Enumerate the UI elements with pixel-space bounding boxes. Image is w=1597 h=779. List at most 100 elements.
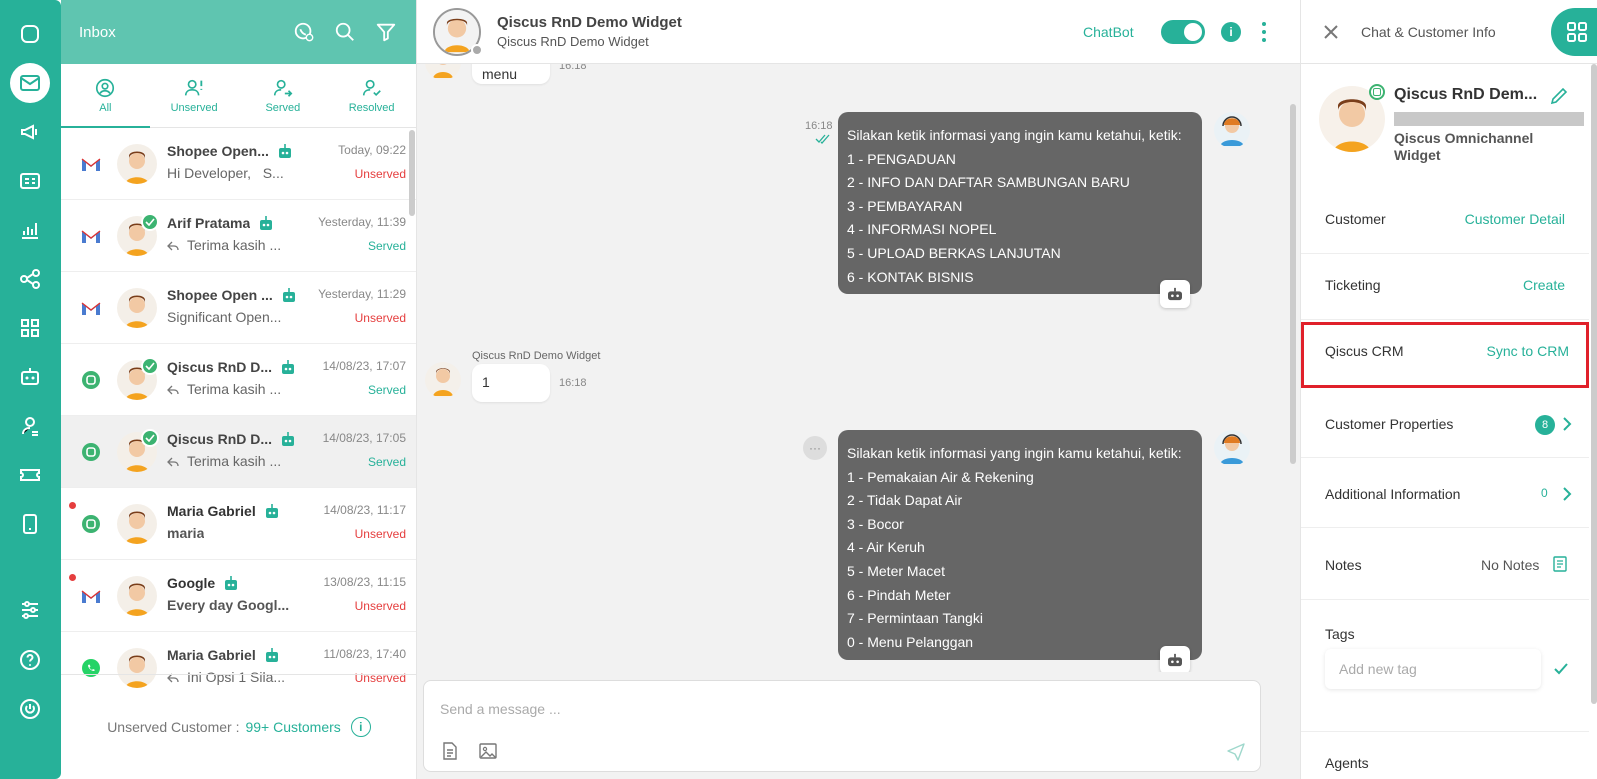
tab-unserved[interactable]: Unserved [150,64,239,127]
tab-served[interactable]: Served [239,64,328,127]
customer-info-panel: Chat & Customer Info Qiscus RnD Dem... Q… [1300,0,1597,779]
info-icon[interactable]: i [350,717,371,737]
edit-pencil-icon[interactable] [1549,86,1569,106]
document-attach-icon[interactable] [440,741,460,761]
close-icon[interactable] [1319,20,1343,44]
chat-scrollbar[interactable] [1290,104,1296,464]
gmail-icon [81,226,101,246]
conversation-preview: Ini Opsi 1 Sila... [187,669,286,685]
user-alert-icon [185,79,203,96]
row-label: Customer [1325,211,1386,227]
message-line: 4 - INFORMASI NOPEL [847,221,997,238]
message-composer[interactable]: Send a message ... [423,680,1261,772]
unserved-count-link[interactable]: 99+ Customers [245,719,341,735]
unread-dot [69,502,76,509]
megaphone-icon[interactable] [10,112,50,152]
tab-all[interactable]: All [61,64,150,128]
message-line: 0 - Menu Pelanggan [847,633,974,650]
sync-to-crm-link[interactable]: Sync to CRM [1486,343,1569,359]
image-attach-icon[interactable] [478,741,498,761]
conversation-time: Yesterday, 11:29 [318,287,406,301]
avatar [117,648,157,688]
info-scrollbar[interactable] [1591,64,1597,704]
inbox-scrollbar[interactable] [409,130,415,216]
customer-properties-row[interactable]: Customer Properties 8 [1301,388,1589,458]
info-header: Chat & Customer Info [1301,0,1597,64]
search-icon[interactable] [333,20,357,44]
inbox-filter-tabs: All Unserved Served Resolved [61,64,416,128]
inbox-mail-icon[interactable] [10,63,50,103]
message-line: 2 - INFO DAN DAFTAR SAMBUNGAN BARU [847,174,1130,191]
add-tag-input[interactable]: Add new tag [1325,649,1541,689]
row-label: Additional Information [1325,486,1461,502]
unserved-summary: Unserved Customer : 99+ Customers i [61,674,417,779]
status-badge: Unserved [354,311,406,325]
apps-grid-icon[interactable] [1551,8,1597,56]
count-value: 0 [1541,486,1548,500]
read-check-icon [815,134,830,144]
count-badge: 8 [1535,415,1555,435]
bot-icon [260,216,272,230]
notes-row[interactable]: Notes No Notes [1301,528,1589,600]
tab-resolved[interactable]: Resolved [327,64,416,127]
note-document-icon[interactable] [1553,556,1567,572]
message-line: 1 - PENGADUAN [847,150,956,167]
contact-card-icon[interactable] [10,161,50,201]
whatsapp-chat-icon[interactable] [292,20,316,44]
message-more-icon[interactable]: ··· [803,436,827,460]
message-time: 16:18 [805,120,833,132]
agent-user-icon[interactable] [10,406,50,446]
robot-icon[interactable] [10,357,50,397]
ticket-icon[interactable] [10,455,50,495]
apps-grid-icon[interactable] [10,308,50,348]
message-line: 3 - PEMBAYARAN [847,197,963,214]
bot-icon [225,576,237,590]
integration-share-icon[interactable] [10,259,50,299]
conversation-time: 14/08/23, 17:05 [322,431,406,445]
agent-avatar [1214,112,1250,148]
filter-funnel-icon[interactable] [374,20,398,44]
create-ticket-link[interactable]: Create [1522,277,1565,293]
tab-label: All [99,102,112,114]
send-icon[interactable] [1226,741,1246,761]
chat-bubble-icon[interactable] [10,14,50,54]
tab-label: Resolved [348,102,395,114]
mobile-device-icon[interactable] [10,504,50,544]
qiscus-icon [81,442,101,462]
conversation-name: Google [167,575,216,591]
help-question-icon[interactable] [10,640,50,680]
avatar[interactable] [433,8,481,56]
customer-source: Qiscus Omnichannel Widget [1394,130,1534,163]
chevron-right-icon [1563,487,1572,501]
presence-status [471,44,483,56]
settings-sliders-icon[interactable] [10,590,50,630]
analytics-chart-icon[interactable] [10,210,50,250]
chat-header: Qiscus RnD Demo Widget Qiscus RnD Demo W… [417,0,1300,64]
more-options-icon[interactable] [1261,22,1267,42]
confirm-check-icon[interactable] [1553,662,1569,676]
bot-icon [282,432,294,446]
ticketing-row: Ticketing Create [1301,254,1589,320]
chevron-right-icon [1563,417,1572,431]
customer-detail-link[interactable]: Customer Detail [1464,211,1565,227]
additional-information-row[interactable]: Additional Information 0 [1301,458,1589,528]
info-icon[interactable]: i [1221,22,1241,42]
chatbot-toggle[interactable] [1161,20,1205,44]
message-line: 6 - KONTAK BISNIS [847,268,974,285]
power-logout-icon[interactable] [10,689,50,729]
left-nav-rail [0,0,61,779]
status-badge: Unserved [354,167,406,181]
reply-icon [167,385,179,395]
bot-icon [283,288,295,302]
incoming-message: 1 [472,364,550,402]
chat-title: Qiscus RnD Demo Widget [497,14,682,31]
